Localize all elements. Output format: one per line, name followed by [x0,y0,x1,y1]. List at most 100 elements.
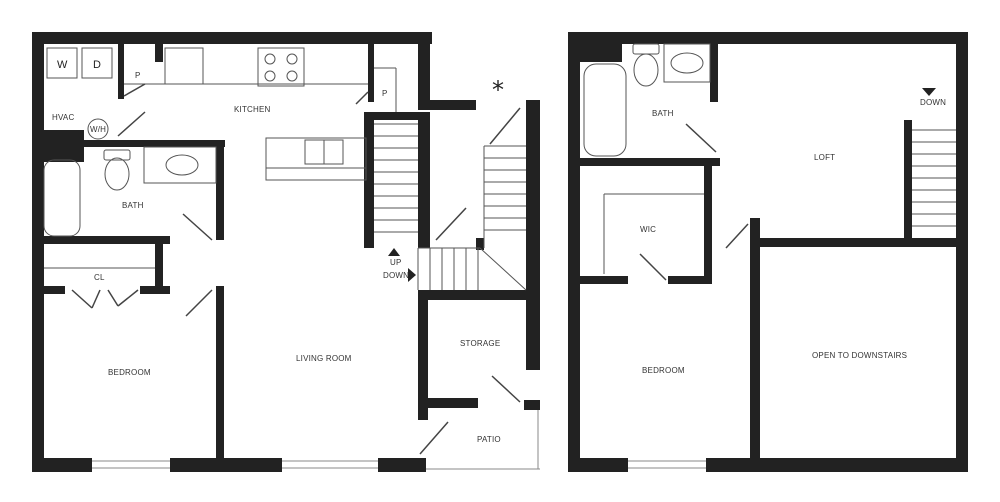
wall [524,400,540,410]
wall [140,286,170,294]
burner [264,53,276,65]
wall [170,458,282,472]
bathtub [583,63,627,157]
lower-windows [92,410,540,470]
wall [568,32,968,44]
door [91,289,101,309]
door [685,123,717,153]
stair-down-label: DOWN [383,271,409,280]
wall [710,44,718,102]
wall [364,112,420,120]
wall [364,112,374,248]
vanity [663,43,711,83]
wall [526,290,540,370]
wall [378,458,426,472]
wall [580,276,628,284]
hvac-block [32,130,84,162]
wall [118,44,124,99]
burner [286,53,298,65]
wall [80,140,225,147]
bath-upper-label: BATH [652,109,674,118]
wall [568,32,580,472]
bath-lower-label: BATH [122,201,144,210]
wall [750,238,960,247]
upper-windows [628,460,706,469]
stair-up-label: UP [390,258,402,267]
door [123,83,146,97]
upper-fixtures [583,43,956,274]
bedroom-upper-label: BEDROOM [642,366,685,375]
hvac-label: HVAC [52,113,74,122]
wall [216,140,224,240]
loft-down-label: DOWN [920,98,946,107]
storage-label: STORAGE [460,339,500,348]
wall [706,458,968,472]
door [355,91,369,105]
living-room-label: LIVING ROOM [296,354,352,363]
door [639,253,667,281]
wall [32,32,44,472]
wall [668,276,712,284]
door [489,107,521,145]
door [107,289,119,307]
bedroom-lower-label: BEDROOM [108,368,151,377]
wall [418,290,538,300]
kitchen-label: KITCHEN [234,105,271,114]
door [71,289,93,309]
door [117,111,146,137]
up-arrow-icon [388,248,400,256]
wall [750,218,760,468]
door [491,375,521,403]
door [182,213,213,241]
wall [580,158,720,166]
wic-label: WIC [640,225,656,234]
patio-label: PATIO [477,435,501,444]
wall [418,112,430,248]
toilet [633,53,659,87]
door [117,289,139,307]
wall [40,236,170,244]
wall [904,120,912,242]
upper-floor [568,32,968,472]
wall [32,458,92,472]
wall [216,286,224,466]
kitchen-island [265,137,367,181]
wall [40,286,65,294]
dryer [81,47,113,79]
washer [46,47,78,79]
vanity [143,146,217,184]
wall [526,100,540,300]
loft-label: LOFT [814,153,835,162]
wall [418,32,430,102]
water-heater-label: W/H [90,125,106,134]
lower-doors [71,83,521,455]
water-heater [87,118,109,140]
closet-label: CL [94,273,105,282]
wall [418,290,428,420]
down-arrow-icon [922,88,936,96]
burner [286,70,298,82]
upper-doors [639,123,749,281]
bathtub [43,159,81,237]
wall [155,44,163,62]
washer-label: W [57,59,68,71]
wall [418,100,476,110]
wall [155,236,163,291]
toilet [104,157,130,191]
wall [568,458,628,472]
burner [264,70,276,82]
wall [704,162,712,284]
dryer-label: D [93,59,101,71]
wall [32,32,432,44]
lower-fixtures [43,47,527,291]
down-arrow-icon [408,268,416,282]
wall [368,44,374,102]
pantry-left-label: P [135,71,141,80]
open-to-downstairs-label: OPEN TO DOWNSTAIRS [812,351,907,360]
stove [257,47,305,87]
door [185,289,213,317]
pantry-right-label: P [382,89,388,98]
door [725,223,749,249]
